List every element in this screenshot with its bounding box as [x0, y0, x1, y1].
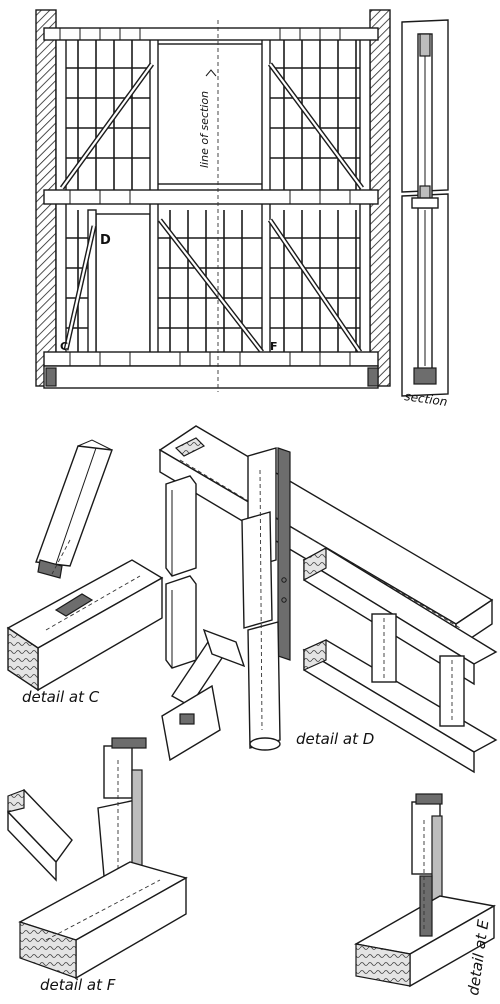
point-f-label: F: [270, 340, 278, 353]
upper-opening: [155, 43, 265, 185]
door-opening: [95, 213, 151, 355]
detail-f: detail at F: [7, 737, 188, 994]
detail-f-label: detail at F: [40, 976, 116, 994]
detail-c-label: detail at C: [22, 688, 100, 706]
sill-beam: [43, 351, 379, 367]
detail-d: detail at D: [158, 425, 498, 774]
detail-e: detail at E: [353, 793, 497, 997]
base-beam: [43, 365, 379, 389]
point-d-label: D: [100, 233, 111, 248]
studs-lower: [77, 210, 357, 355]
top-plate: [43, 27, 379, 41]
detail-d-label: detail at D: [296, 730, 374, 748]
detail-c: detail at C: [6, 439, 164, 706]
frame-elevation: line of section D C F: [35, 9, 391, 392]
section-view: section: [401, 19, 449, 409]
mid-girt: [43, 189, 379, 205]
point-c-label: C: [60, 340, 68, 353]
section-label: section: [404, 389, 449, 409]
line-of-section-label: line of section: [198, 91, 211, 168]
